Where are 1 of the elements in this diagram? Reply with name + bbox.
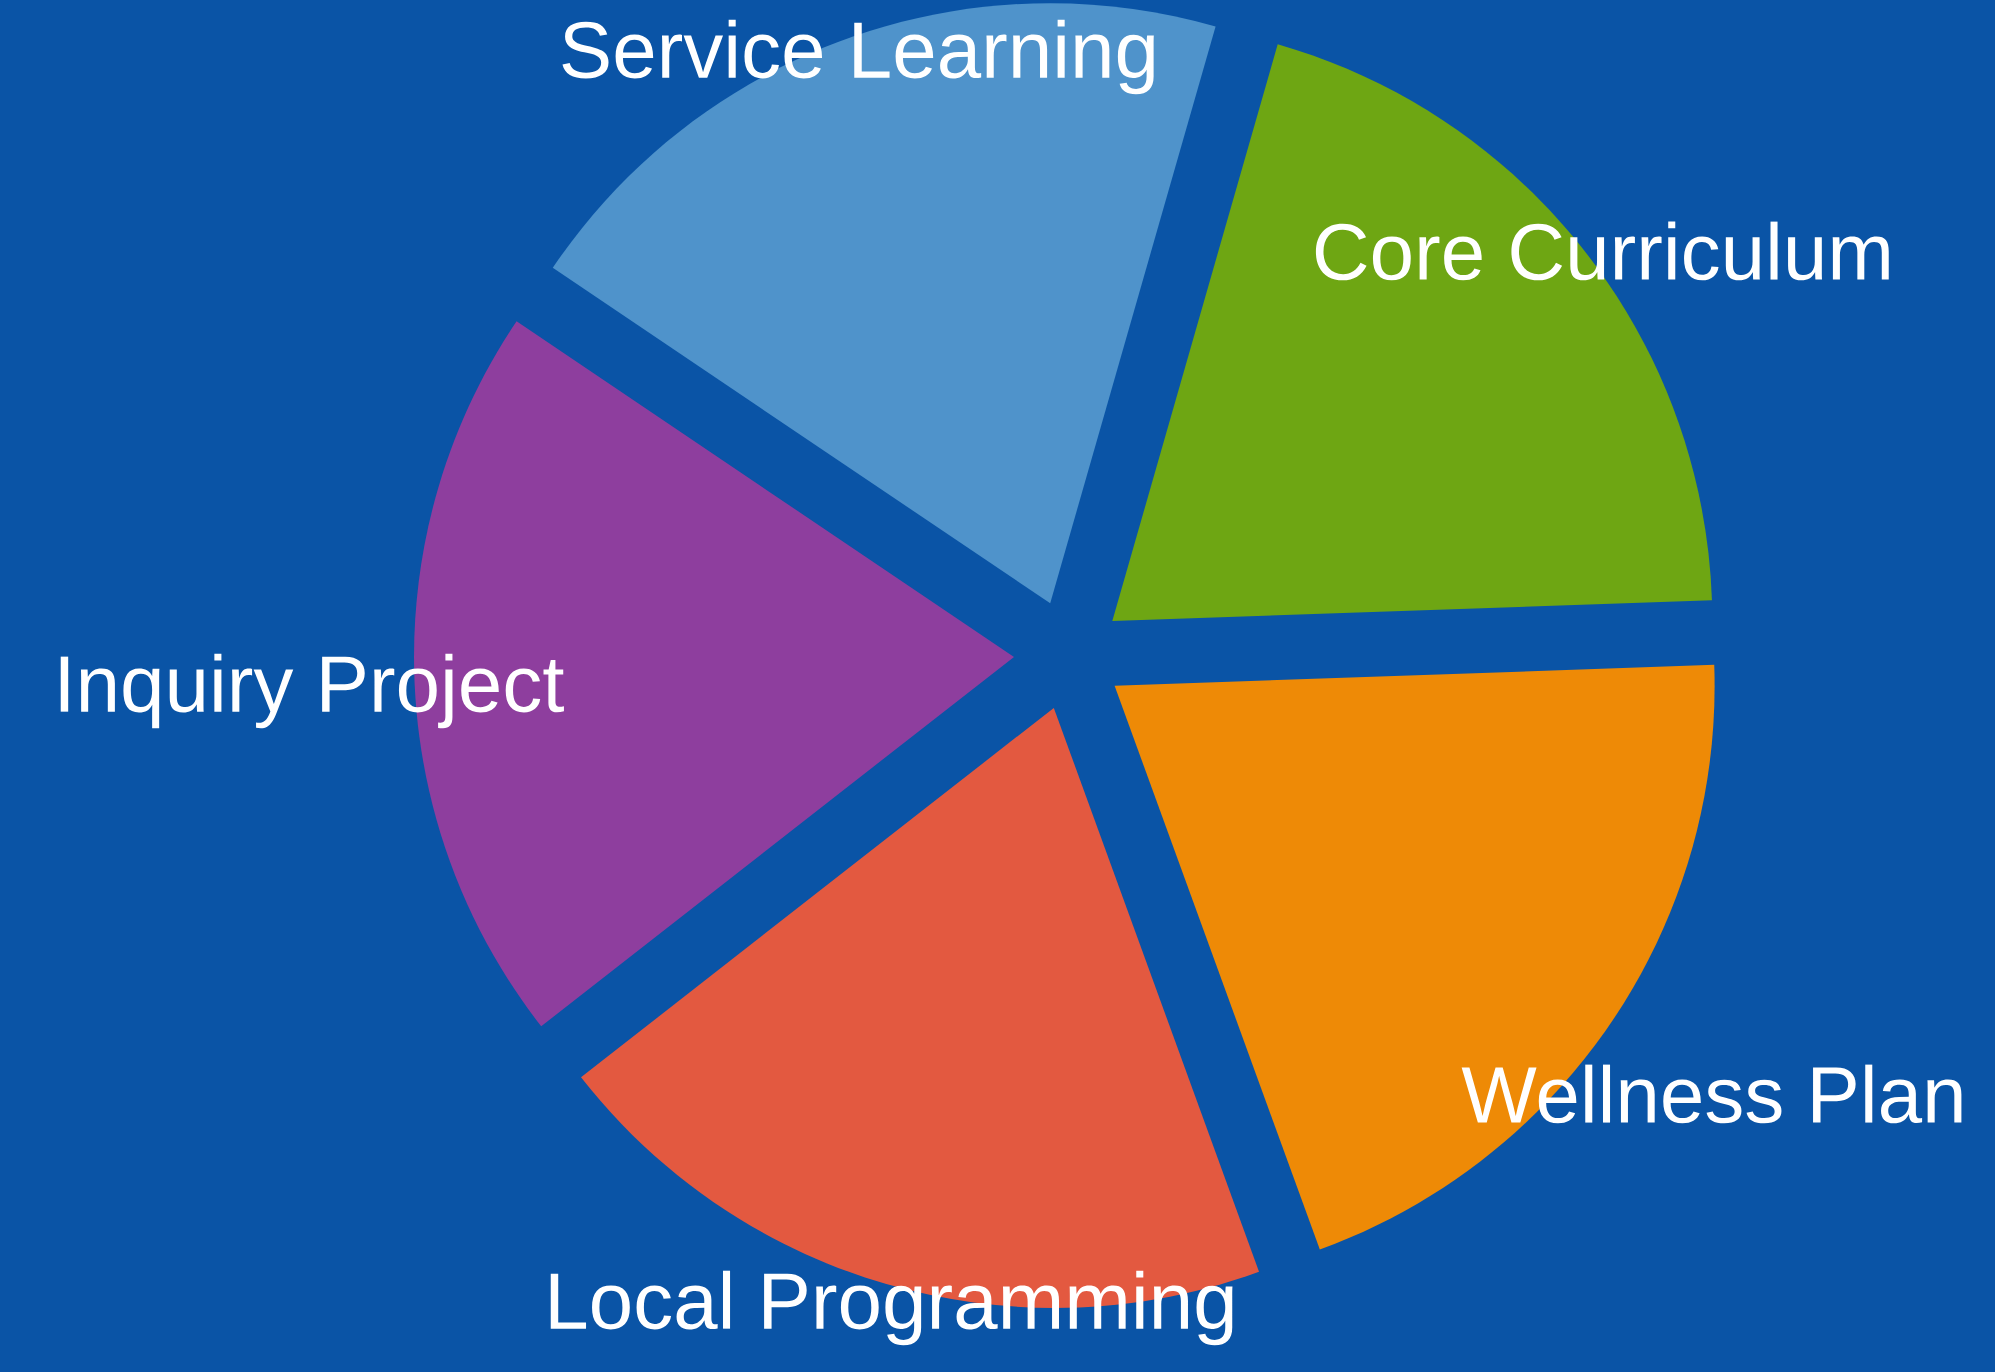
pie-slice: Service Learning — [552, 3, 1216, 604]
